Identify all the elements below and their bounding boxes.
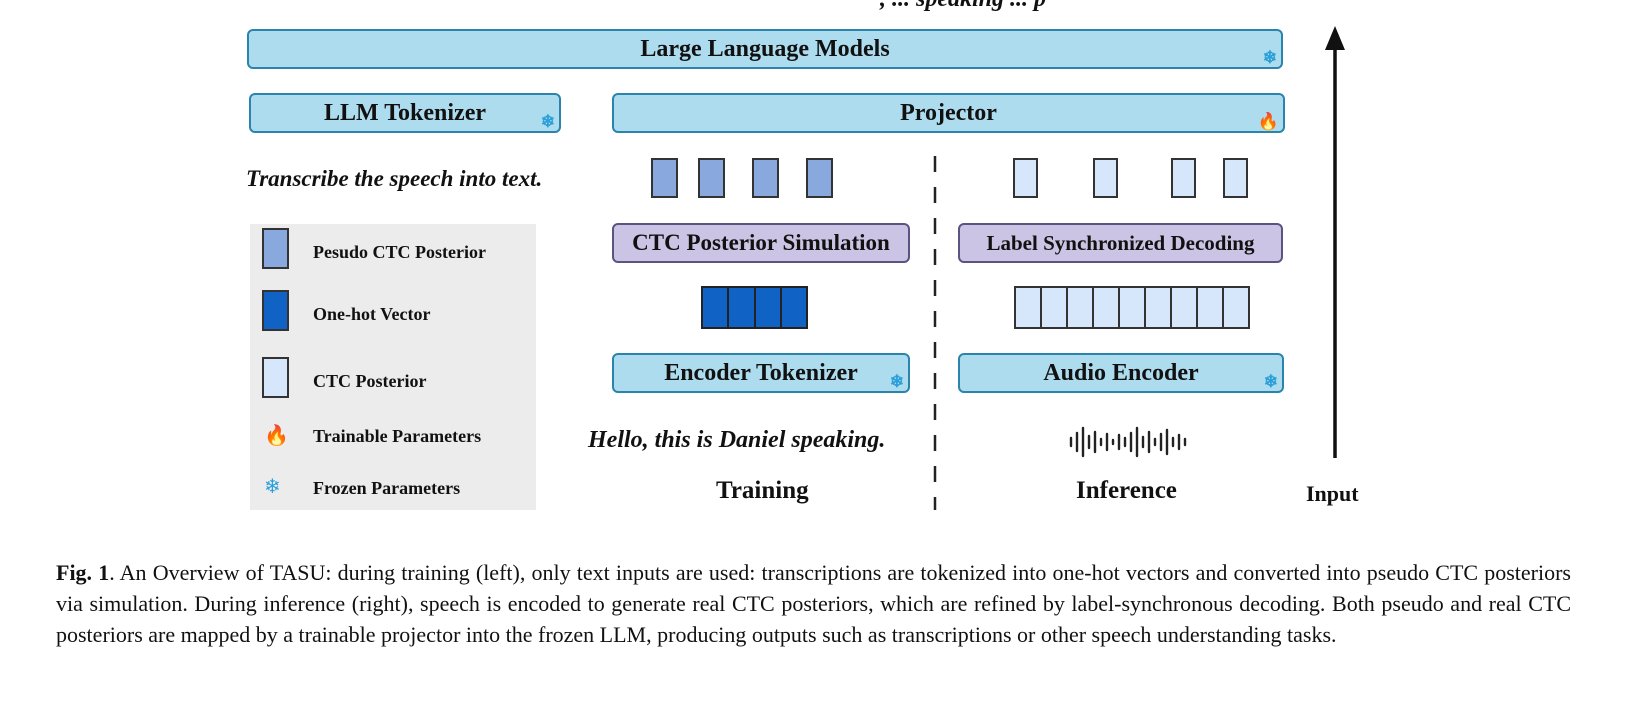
pseudo-posterior-token [698,158,725,198]
audio-frame-cell [1120,288,1146,327]
legend-item-frozen: ❄ Frozen Parameters [250,469,536,509]
caption-text: . An Overview of TASU: during training (… [56,560,1571,647]
encoder-tokenizer-box: Encoder Tokenizer ❄ [612,353,910,393]
legend-label: Trainable Parameters [313,426,482,446]
legend-item-trainable: 🔥 Trainable Parameters [250,417,536,457]
audio-frame-group [1014,286,1250,329]
snowflake-icon: ❄ [1263,372,1278,391]
pseudo-posterior-token [806,158,833,198]
figure-caption: Fig. 1. An Overview of TASU: during trai… [56,557,1571,650]
snowflake-icon: ❄ [264,476,281,498]
top-partial-text: , ... speaking ... p [880,0,1046,13]
pseudo-posterior-swatch [262,228,289,269]
pseudo-posterior-token [651,158,678,198]
snowflake-icon: ❄ [540,112,555,131]
label-sync-decoding-box: Label Synchronized Decoding [958,223,1283,263]
audio-encoder-label: Audio Encoder [1043,359,1199,386]
training-label: Training [716,477,809,504]
projector-box: Projector 🔥 [612,93,1285,133]
legend-label: CTC Posterior [313,371,427,391]
snowflake-icon: ❄ [889,372,904,391]
legend-item-ctc: CTC Posterior [250,357,536,398]
legend-panel: Pesudo CTC Posterior One-hot Vector CTC … [250,224,536,510]
audio-frame-cell [1068,288,1094,327]
caption-fig-label: Fig. 1 [56,560,110,585]
onehot-vector-swatch [262,290,289,331]
flame-icon: 🔥 [264,425,289,447]
audio-frame-cell [1224,288,1248,327]
input-flow-arrow [1325,26,1345,458]
llm-label: Large Language Models [640,35,890,62]
onehot-vector-cell [755,288,782,327]
ctc-simulation-label: CTC Posterior Simulation [632,230,890,255]
ctc-posterior-token [1171,158,1196,198]
projector-label: Projector [900,99,997,126]
encoder-tokenizer-label: Encoder Tokenizer [664,359,858,386]
onehot-vector-cell [729,288,756,327]
flame-icon: 🔥 [1257,112,1279,131]
onehot-vector-cell [703,288,730,327]
legend-item-onehot: One-hot Vector [250,290,536,331]
audio-frame-cell [1016,288,1042,327]
onehot-vector-cell [781,288,806,327]
audio-frame-cell [1172,288,1198,327]
training-input-text: Hello, this is Daniel speaking. [588,427,886,453]
audio-encoder-box: Audio Encoder ❄ [958,353,1284,393]
ctc-posterior-token [1013,158,1038,198]
ctc-simulation-box: CTC Posterior Simulation [612,223,910,263]
ctc-posterior-token [1223,158,1248,198]
ctc-posterior-token [1093,158,1118,198]
legend-label: Pesudo CTC Posterior [313,242,486,262]
prompt-text: Transcribe the speech into text. [246,166,543,191]
label-sync-decoding-label: Label Synchronized Decoding [986,230,1255,255]
input-label: Input [1306,481,1359,506]
audio-frame-cell [1042,288,1068,327]
llm-box: Large Language Models ❄ [247,29,1283,69]
legend-item-pseudo: Pesudo CTC Posterior [250,228,536,269]
waveform-icon [1069,426,1187,458]
pseudo-posterior-token [752,158,779,198]
audio-frame-cell [1146,288,1172,327]
snowflake-icon: ❄ [1262,48,1277,67]
onehot-vector-group [701,286,808,329]
legend-label: Frozen Parameters [313,478,461,498]
ctc-posterior-swatch [262,357,289,398]
llm-tokenizer-box: LLM Tokenizer ❄ [249,93,561,133]
llm-tokenizer-label: LLM Tokenizer [323,99,486,126]
training-inference-divider [933,156,937,510]
audio-frame-cell [1198,288,1224,327]
audio-frame-cell [1094,288,1120,327]
legend-label: One-hot Vector [313,304,431,324]
inference-label: Inference [1076,477,1177,504]
